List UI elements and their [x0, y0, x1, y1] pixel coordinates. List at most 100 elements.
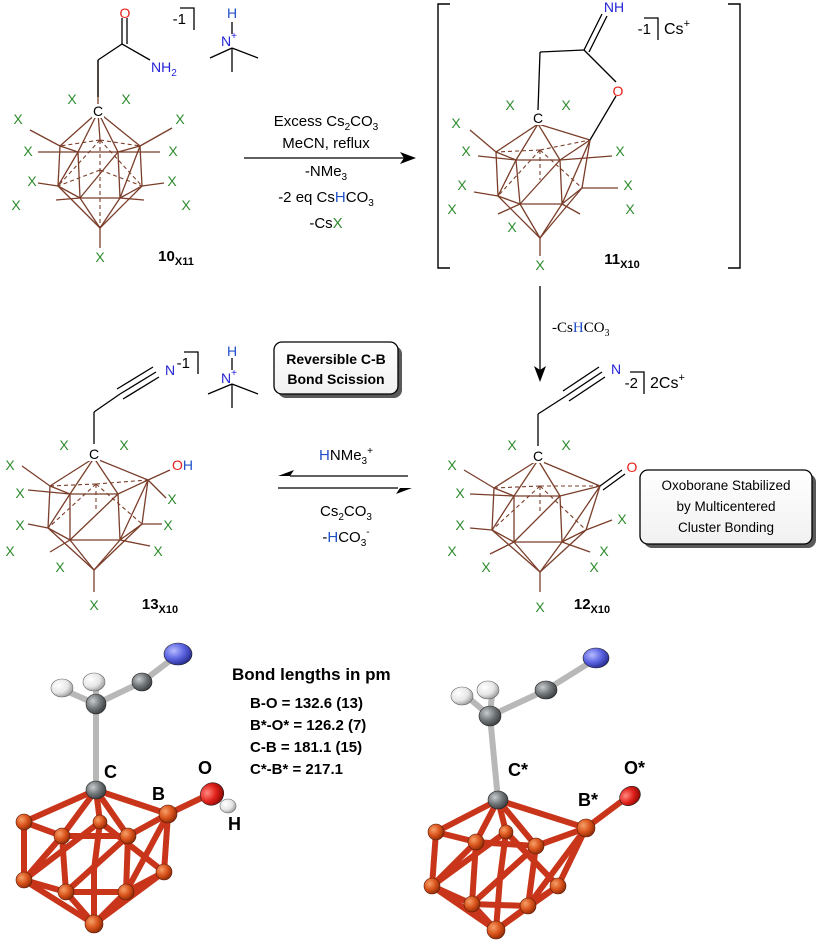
equilibrium-arrows [278, 470, 412, 494]
x-substituent: X [5, 543, 15, 559]
callout-oxoborane-line-1: Oxoborane Stabilized [661, 478, 790, 493]
bond-length-row: C-B = 181.1 (15) [250, 739, 362, 756]
compound-label-12: 12X10 [574, 596, 610, 616]
cage-11: C O NH X X X X X X X X X X X -1 Cs+ 11X1… [437, 0, 741, 273]
x-substituent: X [15, 485, 25, 501]
cage-carbon-label: C [533, 110, 543, 126]
cond-1-line-3: -NMe3 [305, 163, 348, 183]
x-substituent: X [95, 249, 105, 265]
callout-scission-line-1: Reversible C-B [286, 351, 386, 367]
x-substituent: X [15, 517, 25, 533]
ortep-left-o-label: O [198, 758, 212, 778]
ammonium-n: N+ [221, 368, 237, 386]
compound-label-13: 13X10 [142, 596, 178, 616]
x-substituent: X [5, 457, 15, 473]
cond-1-line-1: Excess Cs2CO3 [274, 113, 379, 133]
callout-oxoborane: Oxoborane Stabilized by Multicentered Cl… [639, 469, 816, 548]
x-substituent: X [181, 197, 191, 213]
x-substituent: X [121, 91, 131, 107]
x-substituent: X [153, 543, 163, 559]
cond-3-top: HNMe3+ [319, 446, 373, 467]
x-substituent: X [535, 599, 545, 615]
callout-oxoborane-line-3: Cluster Bonding [678, 520, 774, 535]
reaction-3-conditions: HNMe3+ Cs2CO3 -HCO3- [319, 446, 373, 549]
x-substituent: X [589, 559, 599, 575]
x-substituent: X [623, 177, 633, 193]
charge-13: -1 [177, 355, 190, 372]
nitrile-n: N [611, 361, 621, 377]
ortep-left-c-label: C [104, 762, 117, 782]
ortep-right-b-label: B* [578, 790, 598, 810]
ortep-structure-right: C* B* O* [423, 647, 645, 940]
x-substituent: X [89, 597, 99, 613]
cond-1-line-5: -CsX [309, 215, 342, 232]
cage-10: C O NH2 X X X X X X X X X X X -1 10X11 [11, 5, 195, 268]
callout-bond-scission: Reversible C-B Bond Scission [273, 341, 402, 398]
ammonium-h: H [227, 5, 237, 21]
ortep-left-h-label: H [228, 814, 241, 834]
cage-12: C N O X X X X X X X X X X X -2 2Cs+ 12X1… [447, 361, 685, 616]
carbonyl-oxygen: O [120, 5, 131, 21]
x-substituent: X [447, 201, 457, 217]
cage-carbon-label: C [533, 448, 543, 464]
x-substituent: X [13, 111, 23, 127]
x-substituent: X [561, 97, 571, 113]
x-substituent: X [119, 437, 129, 453]
hydroxyl-oh: OH [172, 457, 193, 473]
x-substituent: X [11, 197, 21, 213]
x-substituent: X [23, 143, 33, 159]
x-substituent: X [535, 257, 545, 273]
x-substituent: X [55, 559, 65, 575]
x-substituent: X [617, 511, 627, 527]
x-substituent: X [447, 543, 457, 559]
amide-nh2: NH2 [151, 59, 177, 79]
nitrile-n: N [165, 362, 175, 378]
x-substituent: X [461, 143, 471, 159]
x-substituent: X [27, 173, 37, 189]
x-substituent: X [455, 485, 465, 501]
imine-nh: NH [604, 0, 624, 15]
x-substituent: X [507, 437, 517, 453]
cage-carbon-label: C [89, 446, 99, 462]
x-substituent: X [67, 91, 77, 107]
compound-label-11: 11X10 [604, 251, 639, 271]
cage-carbon-label: C [93, 103, 103, 119]
bond-length-row: C*-B* = 217.1 [250, 761, 343, 778]
x-substituent: X [625, 201, 635, 217]
ring-oxygen: O [613, 83, 624, 99]
cage-13: C N OH X X X X X X X X X X X -1 13X10 [5, 351, 199, 616]
x-substituent: X [59, 437, 69, 453]
ortep-right-o-label: O* [624, 758, 645, 778]
x-substituent: X [481, 559, 491, 575]
reaction-1-conditions: Excess Cs2CO3 MeCN, reflux -NMe3 -2 eq C… [274, 113, 379, 232]
cond-1-line-2: MeCN, reflux [282, 135, 370, 152]
x-substituent: X [507, 219, 517, 235]
compound-label-10: 10X11 [158, 248, 194, 268]
x-substituent: X [457, 177, 467, 193]
counterion-12: 2Cs+ [650, 372, 685, 392]
bond-length-row: B-O = 132.6 (13) [250, 695, 363, 712]
ortep-left-b-label: B [152, 784, 165, 804]
x-substituent: X [455, 517, 465, 533]
x-substituent: X [451, 115, 461, 131]
ammonium-mid: H N+ [207, 343, 259, 408]
ortep-structure-left: C B O H [15, 642, 241, 934]
cond-3-bottom-2: -HCO3- [322, 527, 369, 549]
ammonium-h: H [227, 343, 237, 359]
x-substituent: X [168, 143, 178, 159]
x-substituent: X [505, 97, 515, 113]
x-substituent: X [163, 517, 173, 533]
callout-oxoborane-line-2: by Multicentered [676, 499, 775, 514]
callout-scission-line-2: Bond Scission [287, 371, 384, 387]
cond-3-bottom-1: Cs2CO3 [320, 503, 372, 523]
bond-length-row: B*-O* = 126.2 (7) [250, 717, 366, 734]
charge-10: -1 [173, 11, 186, 28]
oxoborane-oxygen: O [627, 459, 638, 475]
ammonium-top: H N+ [209, 5, 259, 72]
bond-lengths-table: Bond lengths in pm B-O = 132.6 (13) B*-O… [232, 665, 391, 778]
reaction-arrow-1 [244, 152, 416, 164]
x-substituent: X [175, 111, 185, 127]
ortep-right-c-label: C* [508, 760, 528, 780]
counterion-11: Cs+ [664, 18, 690, 38]
